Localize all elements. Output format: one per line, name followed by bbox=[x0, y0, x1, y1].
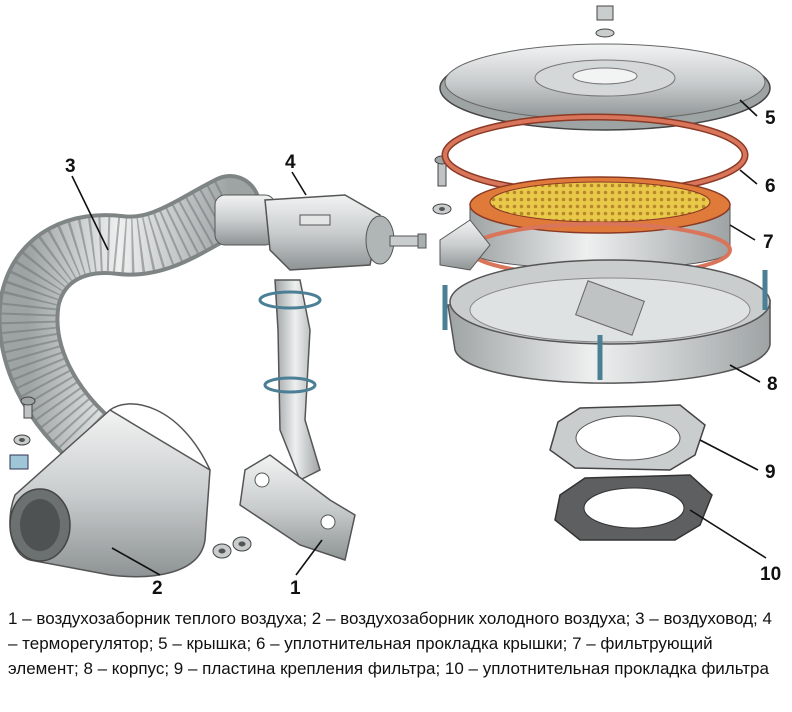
air-duct bbox=[0, 174, 261, 486]
filter-housing bbox=[439, 219, 771, 384]
callout-4: 4 bbox=[285, 152, 296, 173]
filter-gasket bbox=[554, 474, 713, 541]
wing-nut bbox=[595, 5, 615, 38]
filter-lid bbox=[439, 43, 771, 131]
nut-washer bbox=[212, 536, 252, 559]
air-filter-exploded-diagram: 1 2 3 4 5 6 7 8 9 10 bbox=[0, 5, 781, 599]
callout-8: 8 bbox=[767, 374, 778, 395]
mounting-plate bbox=[549, 404, 706, 471]
callout-2: 2 bbox=[152, 578, 163, 599]
callout-9: 9 bbox=[765, 462, 776, 483]
callout-10: 10 bbox=[760, 564, 781, 585]
leader-lines bbox=[71, 99, 767, 576]
warm-air-intake bbox=[239, 279, 356, 561]
callout-3: 3 bbox=[65, 156, 76, 177]
cold-air-intake bbox=[9, 403, 211, 578]
callout-6: 6 bbox=[765, 176, 776, 197]
figure-caption: 1 – воздухозаборник теплого воздуха; 2 –… bbox=[8, 609, 772, 678]
callout-5: 5 bbox=[765, 108, 776, 129]
bolt-left bbox=[9, 396, 36, 470]
callout-7: 7 bbox=[763, 232, 774, 253]
thermoregulator bbox=[214, 194, 427, 271]
callout-1: 1 bbox=[290, 578, 301, 599]
